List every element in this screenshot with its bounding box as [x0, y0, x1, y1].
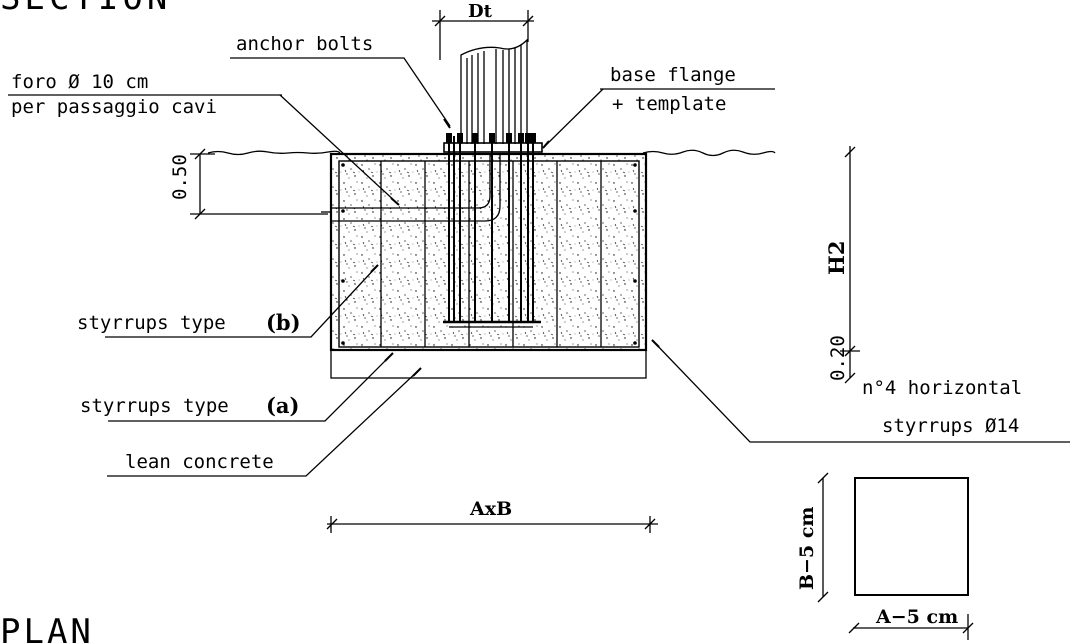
h2-label: H2	[824, 241, 849, 275]
styrrups-b-leader	[105, 264, 379, 338]
styrrups-a-tag: (a)	[266, 393, 299, 418]
styrrups-a-leader	[108, 353, 393, 422]
styrrups-b-tag: (b)	[266, 310, 301, 335]
anchor-bolts-leader	[230, 57, 451, 127]
dim-h2	[840, 146, 860, 384]
base-flange-label: base flange	[610, 64, 736, 86]
cable-passage-pipe	[331, 154, 491, 209]
section-title: SECTION	[0, 0, 171, 18]
pole-with-cables	[460, 38, 528, 144]
dim-axb	[326, 516, 658, 533]
dt-dimension	[432, 10, 534, 60]
lean-concrete-leader	[107, 368, 421, 477]
dim-050	[190, 148, 328, 220]
rebar-dots	[341, 163, 637, 345]
plan-dimensions	[817, 472, 974, 640]
dim-020-label: 0.20	[827, 335, 849, 381]
plan-title: PLAN	[0, 612, 94, 643]
ground-line-right	[642, 149, 776, 157]
anchor-bolts-label: anchor bolts	[236, 33, 373, 55]
base-flange-leader	[542, 88, 604, 149]
lean-concrete-label: lean concrete	[125, 451, 274, 473]
axb-label: AxB	[469, 498, 512, 520]
styrrups-a-text: styrrups type	[80, 395, 229, 417]
horizontal-stirrups-leader	[651, 339, 1070, 443]
dt-label: Dt	[468, 1, 493, 22]
bolt-nuts	[446, 133, 536, 143]
horizontal-stirrups-label: n°4 horizontal	[862, 377, 1022, 399]
reinforcement-cage	[338, 160, 640, 348]
dim-050-label: 0.50	[169, 154, 191, 200]
ground-line-left	[207, 150, 341, 156]
foro-label-2: per passaggio cavi	[11, 96, 217, 118]
horizontal-stirrups-label-2: styrrups Ø14	[882, 415, 1019, 437]
plan-b-label: B−5 cm	[796, 507, 818, 591]
anchor-bolts	[443, 136, 541, 328]
plan-square	[854, 477, 969, 596]
styrrups-b-text: styrrups type	[77, 312, 226, 334]
concrete-foundation	[329, 152, 648, 352]
base-flange-label-2: + template	[612, 93, 726, 115]
foro-leader	[279, 94, 399, 205]
vertical-stirrups	[380, 161, 602, 347]
foro-label: foro Ø 10 cm	[11, 71, 148, 93]
lean-concrete-layer	[330, 349, 647, 379]
plan-a-label: A−5 cm	[875, 606, 958, 628]
